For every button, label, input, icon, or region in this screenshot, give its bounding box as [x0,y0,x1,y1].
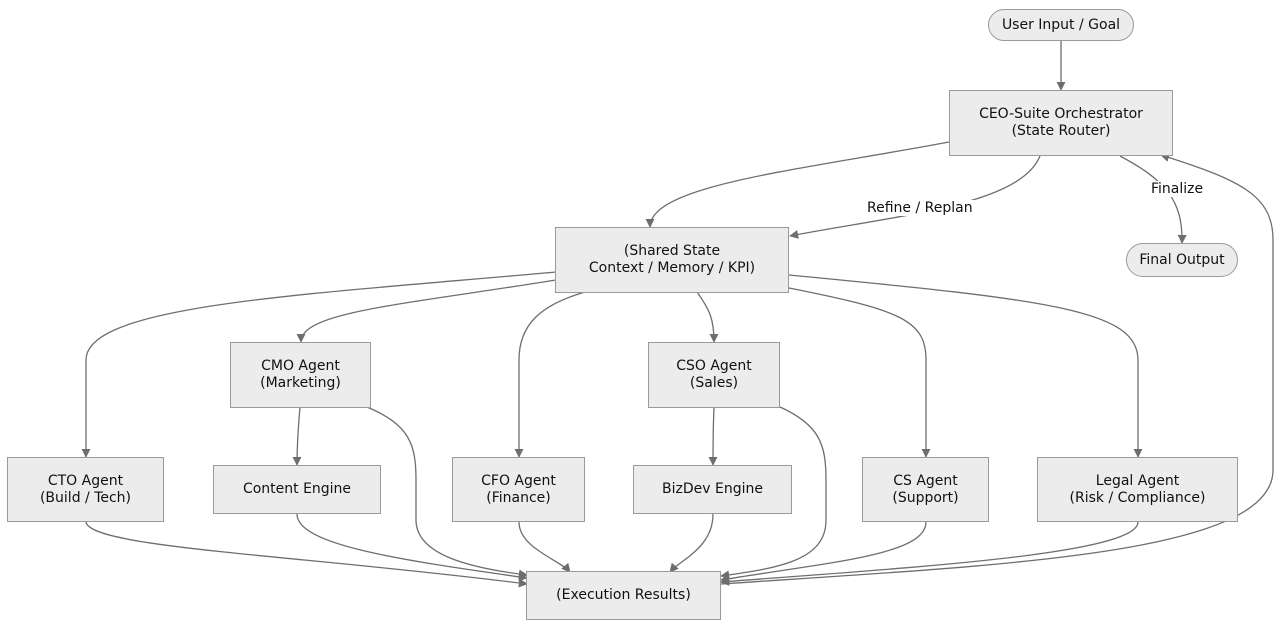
node-line: CSO Agent [676,358,752,374]
edge-cs-to-execution [720,521,927,584]
node-line: (Build / Tech) [39,489,132,506]
edge-cmo-to-execution [366,406,528,579]
edge-legal-to-execution [720,521,1139,586]
edge-cmo-to-content [292,406,302,466]
cfo-agent-node[interactable]: CFO Agent (Finance) [452,457,585,522]
edge-state-to-cfo [514,291,586,458]
edge-state-to-cso [696,291,719,343]
edge-execution-to-orchestrator [720,153,1274,585]
edge-cso-to-bizdev [708,406,718,466]
node-line: CEO-Suite Orchestrator [979,106,1143,122]
node-line: (Execution Results) [556,587,691,603]
edge-cso-to-execution [720,406,827,580]
cso-agent-node[interactable]: CSO Agent (Sales) [648,342,780,408]
edge-state-to-legal [788,274,1143,458]
edge-label-finalize: Finalize [1149,181,1206,197]
node-line: Content Engine [242,481,352,497]
node-line: CFO Agent [481,472,556,489]
bizdev-engine-node[interactable]: BizDev Engine [633,465,792,514]
edge-state-to-cmo [296,279,557,343]
edge-orchestrator-to-shared-state [645,141,950,228]
node-line: (Shared State [623,243,721,259]
final-output-node[interactable]: Final Output [1126,243,1238,277]
node-line: (Finance) [486,489,551,506]
cto-agent-node[interactable]: CTO Agent (Build / Tech) [7,457,164,522]
edge-finalize [1119,155,1187,244]
content-engine-node[interactable]: Content Engine [213,465,381,514]
node-line: (Support) [892,489,959,506]
node-line: Context / Memory / KPI) [588,260,756,276]
node-line: BizDev Engine [662,481,763,497]
node-line: CTO Agent [47,472,124,489]
edge-state-to-cto [81,271,557,458]
node-line: (Sales) [689,375,739,391]
node-line: (State Router) [1011,123,1111,139]
edge-refine-replan [789,155,1041,239]
node-line: CMO Agent [261,358,340,374]
cmo-agent-node[interactable]: CMO Agent (Marketing) [230,342,371,408]
cs-agent-node[interactable]: CS Agent (Support) [862,457,989,522]
edge-cfo-to-execution [518,521,571,573]
shared-state-node[interactable]: (Shared State Context / Memory / KPI) [555,227,789,293]
node-line: (Risk / Compliance) [1069,489,1206,506]
edge-cto-to-execution [85,521,528,588]
node-line: Final Output [1139,251,1225,268]
node-line: User Input / Goal [1001,16,1121,33]
execution-results-node[interactable]: (Execution Results) [526,571,721,620]
user-input-node[interactable]: User Input / Goal [988,9,1134,41]
edge-content-to-execution [296,513,528,582]
edge-state-to-cs [788,287,931,458]
node-line: CS Agent [893,472,958,489]
edge-bizdev-to-execution [669,513,714,573]
edge-label-refine-replan: Refine / Replan [865,200,975,216]
orchestrator-node[interactable]: CEO-Suite Orchestrator (State Router) [949,90,1173,156]
node-line: Legal Agent [1095,472,1180,489]
node-line: (Marketing) [260,375,341,391]
legal-agent-node[interactable]: Legal Agent (Risk / Compliance) [1037,457,1238,522]
